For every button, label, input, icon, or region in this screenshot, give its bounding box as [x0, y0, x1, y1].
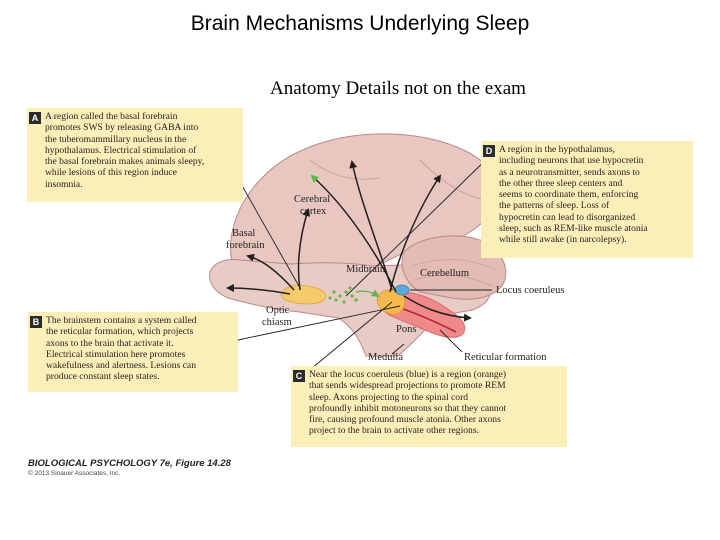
label-locus-coeruleus: Locus coeruleus — [496, 285, 565, 296]
projection-arrow — [310, 174, 397, 293]
cerebellum-folia — [411, 259, 497, 271]
projection-arrow — [389, 174, 442, 293]
callout-box-c: C Near the locus coeruleus (blue) is a r… — [291, 366, 567, 447]
callout-box-d: D A region in the hypothalamus, includin… — [481, 141, 693, 258]
projection-arrow — [246, 253, 295, 291]
callout-c-line: that sends widespread projections to pro… — [309, 380, 506, 392]
callout-c-line: profoundly inhibit motoneurons so that t… — [309, 402, 507, 414]
label-cerebral-cortex: Cerebral — [294, 194, 330, 205]
credit-copyright: © 2013 Sinauer Associates, Inc. — [28, 470, 121, 477]
figure-credit: BIOLOGICAL PSYCHOLOGY 7e, Figure 14.28 ©… — [28, 458, 231, 477]
leader-line-c — [299, 301, 393, 379]
callout-a-line: the basal forebrain makes animals sleepy… — [45, 156, 205, 168]
callout-c-line: project to the brain to activate other r… — [309, 425, 479, 437]
callout-c-line: sleep. Axons projecting to the spinal co… — [309, 391, 469, 403]
callout-b-line: The brainstem contains a system called — [46, 315, 197, 326]
leader-line-reticular — [439, 329, 463, 353]
hypothalamus-dots — [328, 286, 358, 304]
leader-line-medulla — [391, 343, 405, 355]
badge-b: B — [30, 316, 42, 328]
badge-c: C — [293, 370, 305, 382]
callout-d-line: the patterns of sleep. Loss of — [499, 200, 610, 212]
projection-arrow — [403, 295, 472, 322]
callout-d-line: hypocretin can lead to disorganized — [499, 211, 636, 223]
label-pons: Pons — [396, 324, 416, 335]
projection-arrow — [297, 208, 311, 291]
callout-d-line: A region in the hypothalamus, — [499, 144, 615, 155]
badge-d: D — [483, 145, 495, 157]
callout-box-a: A A region called the basal forebrain pr… — [27, 108, 243, 202]
page-subtitle: Anatomy Details not on the exam — [270, 78, 526, 99]
callout-a-line: insomnia. — [45, 178, 83, 190]
callout-a-line: A region called the basal forebrain — [45, 111, 178, 122]
locus-coeruleus-region — [394, 284, 410, 296]
label-medulla: Medulla — [368, 352, 403, 363]
credit-title: BIOLOGICAL PSYCHOLOGY 7e, Figure 14.28 — [28, 458, 231, 469]
label-midbrain: Midbrain — [346, 264, 386, 275]
callout-d-line: while still awake (in narcolepsy). — [499, 234, 627, 246]
callout-a-line: hypothalamus. Electrical stimulation of — [45, 144, 197, 156]
callout-b-line: the reticular formation, which projects — [46, 326, 194, 338]
label-basal-forebrain: Basal — [232, 228, 255, 239]
cortex-sulcus — [419, 159, 487, 201]
cerebellum-folia — [413, 274, 493, 287]
callout-b-line: Electrical stimulation here promotes — [46, 348, 186, 360]
projection-arrow — [226, 284, 291, 295]
projection-arrow — [349, 160, 393, 291]
callout-b-line: axons to the brain that activate it. — [46, 337, 174, 349]
callout-d-line: the other three sleep centers and — [499, 177, 623, 189]
badge-a: A — [29, 112, 41, 124]
callout-c-line: fire, causing profound muscle atonia. Ot… — [309, 414, 501, 426]
label-optic-chiasm: Optic — [266, 305, 290, 316]
callout-d-line: seems to coordinate them, enforcing — [499, 189, 639, 201]
label-cerebral-cortex: cortex — [300, 206, 327, 217]
callout-d-line: as a neurotransmitter, sends axons to — [499, 166, 640, 178]
leader-line-a — [239, 181, 301, 289]
callout-b-line: produce constant sleep states. — [46, 371, 160, 383]
callout-b-line: wakefulness and alertness. Lesions can — [46, 360, 196, 372]
callout-c-line: Near the locus coeruleus (blue) is a reg… — [309, 369, 507, 380]
callout-box-b: B The brainstem contains a system called… — [28, 312, 238, 392]
label-optic-chiasm: chiasm — [262, 317, 292, 328]
label-reticular-formation: Reticular formation — [464, 352, 547, 363]
hypothalamus-projection — [355, 289, 380, 298]
callout-a-line: while lesions of this region induce — [45, 167, 177, 179]
basal-forebrain-region — [281, 284, 327, 305]
label-basal-forebrain: forebrain — [226, 240, 265, 251]
callout-d-line: including neurons that use hypocretin — [499, 155, 644, 167]
callout-a-line: the tuberomammillary nucleus in the — [45, 133, 187, 145]
leader-line-b — [237, 305, 401, 341]
callout-a-line: promotes SWS by releasing GABA into — [45, 122, 199, 134]
cortex-sulcus — [309, 159, 381, 180]
cerebellum — [401, 235, 507, 300]
callout-d-line: sleep, such as REM-like muscle atonia — [499, 223, 648, 235]
label-cerebellum: Cerebellum — [420, 268, 469, 279]
leader-line-d — [345, 149, 497, 297]
page-title: Brain Mechanisms Underlying Sleep — [190, 12, 530, 35]
